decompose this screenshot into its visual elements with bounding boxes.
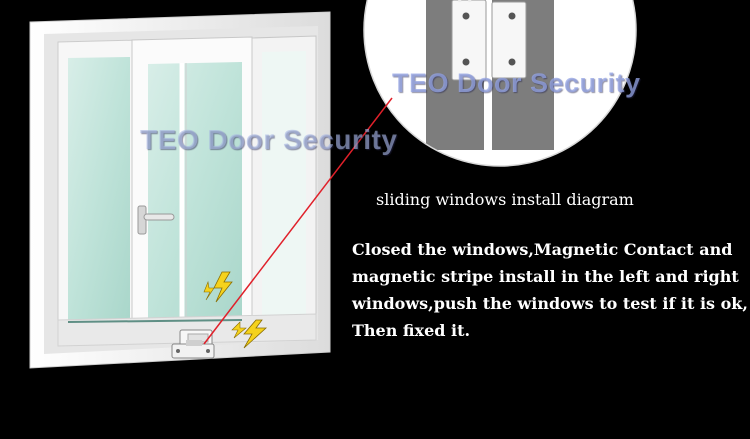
- instruction-line: windows,push the windows to test if it i…: [352, 294, 748, 313]
- diagram-title: sliding windows install diagram: [376, 190, 634, 209]
- callout-line: [203, 97, 393, 345]
- instruction-line: magnetic stripe install in the left and …: [352, 267, 739, 286]
- magnetic-contact-sensor-icon: [451, 0, 527, 81]
- glass-bottom-edge: [67, 319, 243, 323]
- watermark: TEO Door Security: [392, 68, 641, 98]
- magnetic-contact-sensor-icon: [171, 329, 215, 359]
- right-pane-glass: [262, 51, 306, 322]
- left-pane-glass: [68, 57, 130, 324]
- lightning-bolt-icon: [231, 319, 268, 349]
- instruction-line: Then fixed it.: [352, 321, 471, 340]
- instruction-line: Closed the windows,Magnetic Contact and: [352, 240, 733, 259]
- window-latch-handle-icon: [137, 205, 175, 235]
- install-instructions: Closed the windows,Magnetic Contact and …: [352, 236, 748, 344]
- middle-sash-glass: [148, 62, 242, 326]
- sliding-window: [29, 11, 331, 369]
- zoom-gap: [486, 0, 492, 150]
- lightning-bolt-icon: [203, 271, 233, 303]
- zoom-callout: [363, 0, 637, 167]
- watermark: TEO Door Security: [140, 124, 398, 155]
